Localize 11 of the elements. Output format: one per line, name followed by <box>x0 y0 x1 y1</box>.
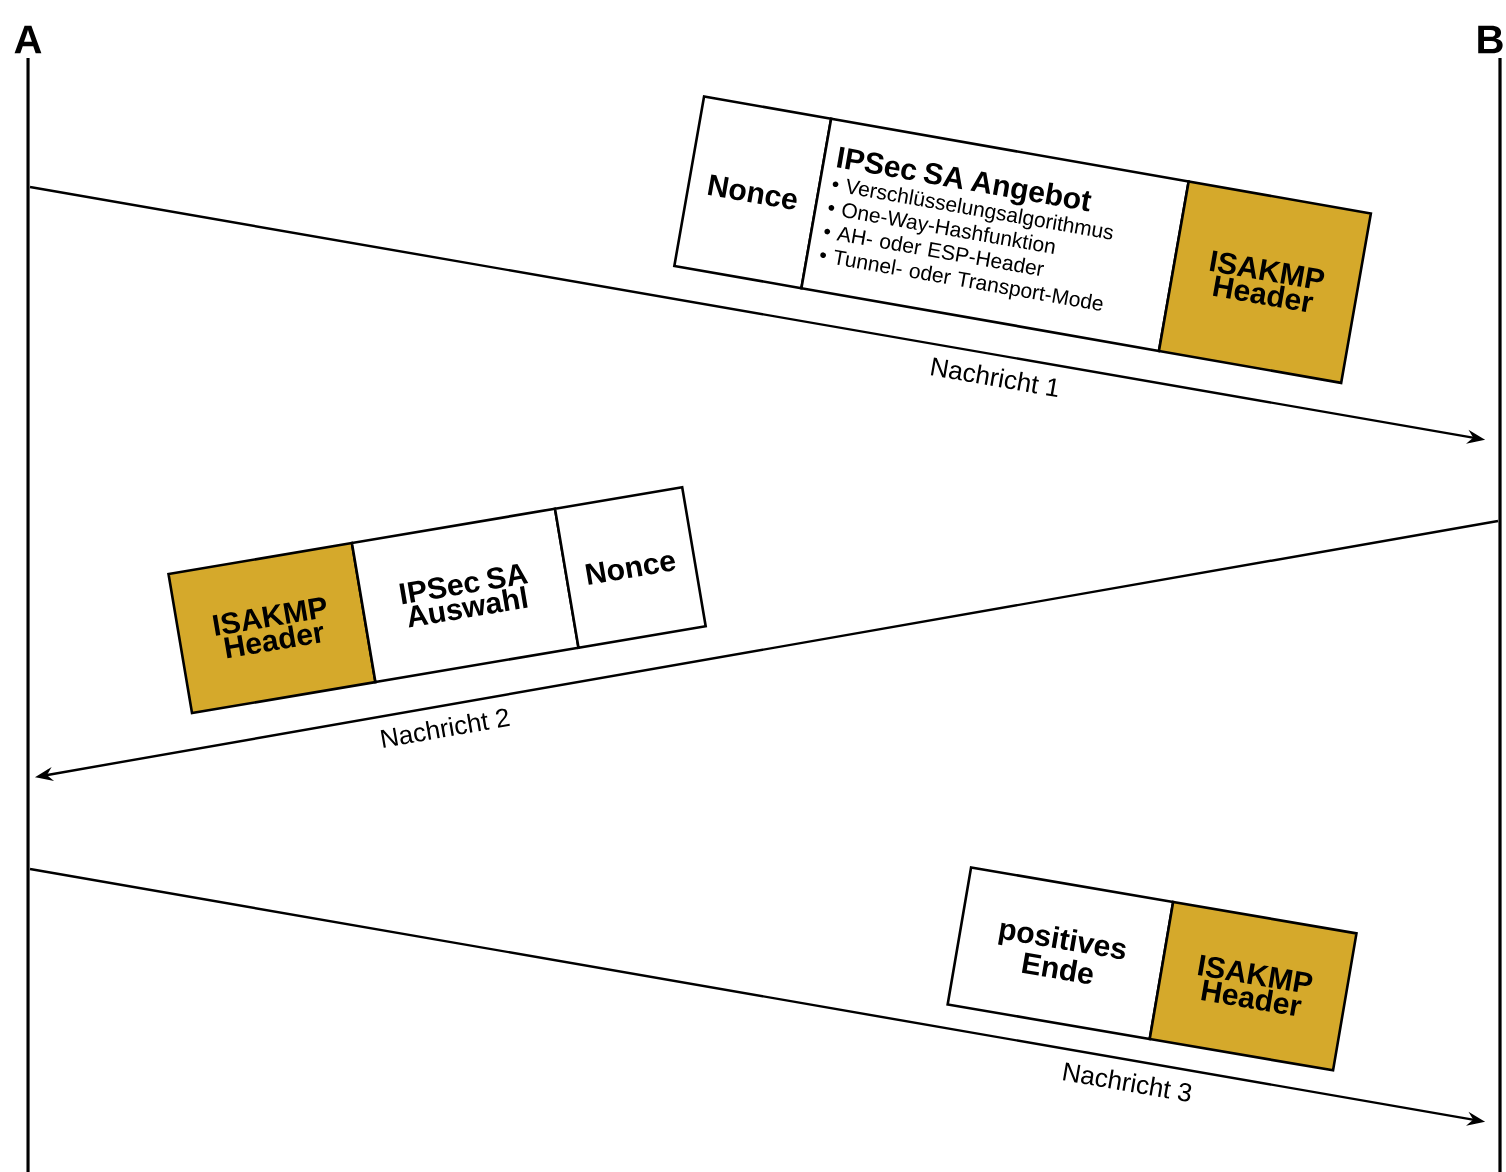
header-field: ISAKMP Header <box>1157 180 1373 385</box>
edge-label: Nachricht 2 <box>380 708 510 748</box>
payload-field: positives Ende <box>946 866 1175 1041</box>
node-label: A <box>14 25 42 54</box>
header-field: ISAKMP Header <box>1148 900 1358 1072</box>
header-field: ISAKMP Header <box>167 541 377 715</box>
lifeline: A <box>14 25 42 1172</box>
lifeline: B <box>1478 25 1503 1172</box>
edge-label: Nachricht 1 <box>930 357 1058 398</box>
node-label: B <box>1478 25 1503 54</box>
payload-field: IPSec SA Auswahl <box>350 507 580 684</box>
